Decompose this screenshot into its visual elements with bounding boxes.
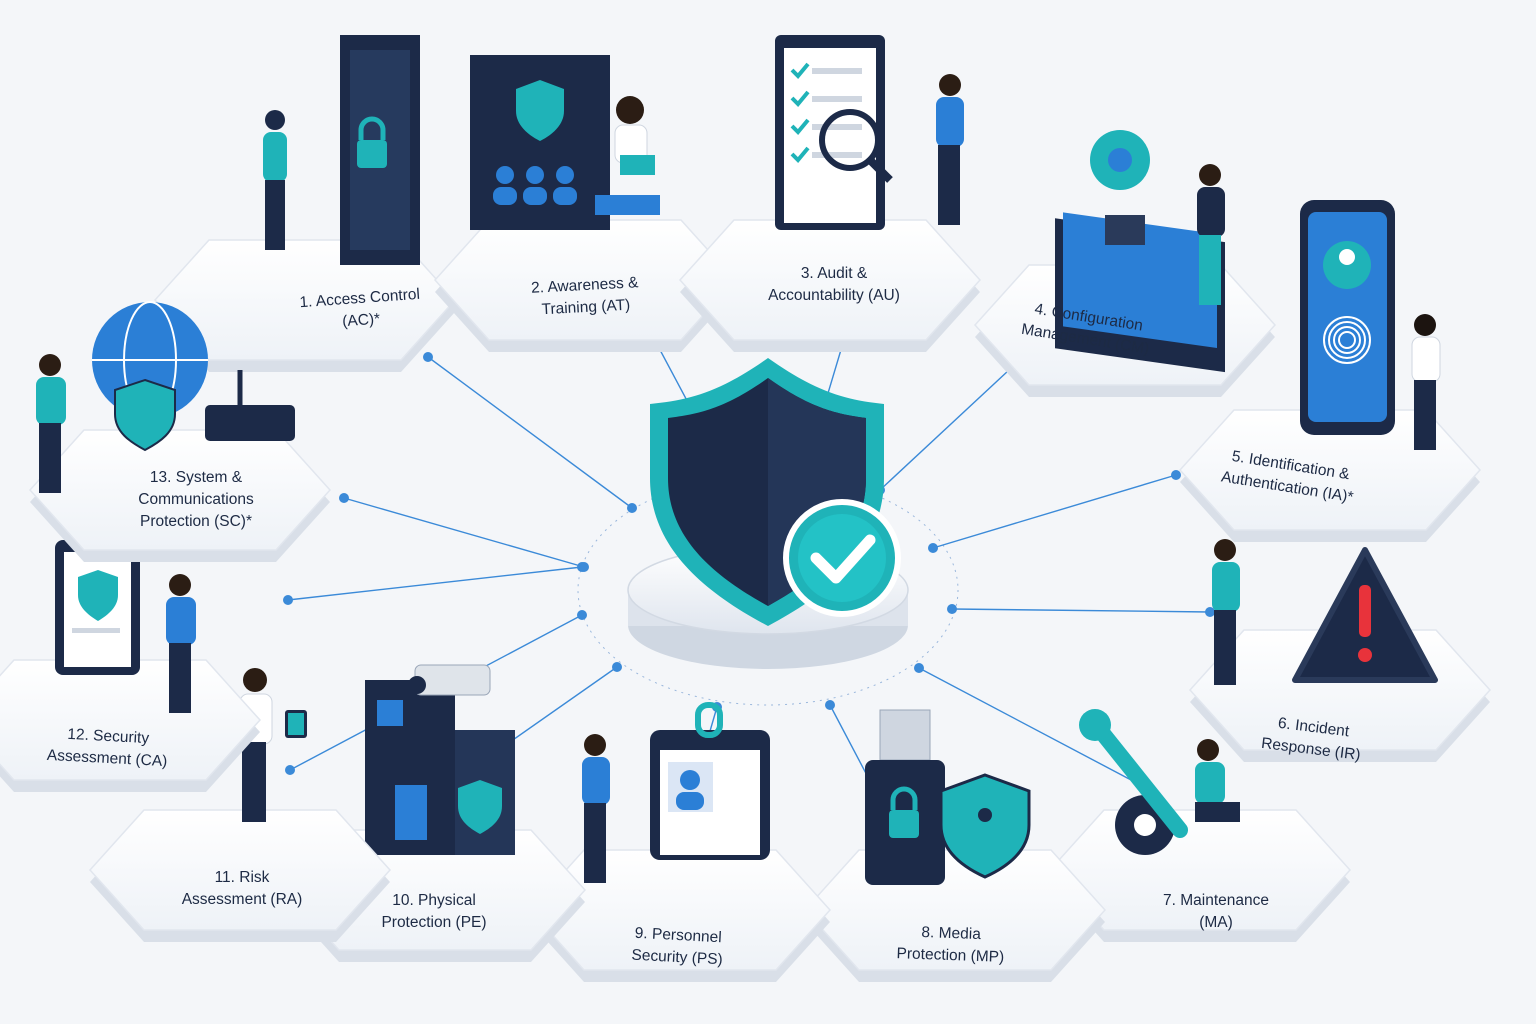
person-tablet-icon [239,668,307,822]
platform-sc [28,429,332,551]
connector-dot-inner-ir [947,604,957,614]
connector-ma [918,667,1151,791]
building-camera-icon [365,664,515,855]
domain-nodes: 1. Access Control(AC)* 2. Awareness &Trai… [0,35,1492,982]
warning-triangle-icon [1212,539,1438,685]
domain-label-line: Assessment (CA) [46,747,167,770]
monitor-gear-icon [1055,130,1225,373]
domain-label-au: 3. Audit & Accountability (AU) [768,265,900,304]
domain-label-line: 2. Awareness & [531,274,640,297]
domain-node-ir[interactable]: 6. IncidentResponse (IR) [1188,539,1492,764]
connector-dot-inner-ra [577,610,587,620]
domain-node-ia[interactable]: 5. Identification &Authentication (IA)* [1178,200,1482,542]
domain-label-line: 7. Maintenance [1163,892,1269,909]
domain-node-ps[interactable]: 9. PersonnelSecurity (PS) [528,702,832,982]
globe-router-icon [36,301,295,493]
connector-dot-outer-sc [339,493,349,503]
connector-ia [932,474,1177,549]
phone-fingerprint-icon [1300,200,1441,450]
domain-label-line: (AC)* [342,311,381,331]
central-shield-group [627,358,909,669]
domain-label-ca: 12. SecurityAssessment (CA) [46,725,168,770]
domain-label-line: Security (PS) [631,947,723,969]
domain-label-mp: 8. MediaProtection (MP) [896,923,1005,966]
connector-dot-inner-sc [579,562,589,572]
domain-node-cm[interactable]: 4. ConfigurationManagement (CM) [973,130,1277,397]
platform-au [678,219,982,341]
connector-dot-inner-ia [928,543,938,553]
id-badge-icon [582,702,770,883]
domain-node-ma[interactable]: 7. Maintenance (MA) [1048,709,1352,942]
domain-label-line: 10. Physical [392,892,476,909]
connector-dot-inner-pe [612,662,622,672]
wrench-gear-icon [1079,709,1240,855]
domain-node-mp[interactable]: 8. MediaProtection (MP) [803,709,1107,982]
domain-label-line: 13. System & [150,469,243,486]
domain-label-line: Assessment (RA) [182,891,303,908]
domain-label-ma: 7. Maintenance (MA) [1163,892,1269,931]
training-screen-icon [470,55,660,230]
domain-label-line: Accountability (AU) [768,287,900,304]
domain-label-line: Protection (SC)* [140,513,252,530]
platform-ca [0,659,262,781]
domain-label-line: Protection (MP) [896,945,1004,966]
domain-label-line: Protection (PE) [381,914,486,931]
domain-label-line: 8. Media [921,924,981,943]
domain-label-line: 3. Audit & [801,265,868,282]
connector-cm [879,356,1024,491]
connector-dot-outer-ac [423,352,433,362]
connector-ac [427,356,633,509]
connector-dot-inner-ma [914,663,924,673]
domain-label-line: (MA) [1199,914,1233,931]
domain-node-at[interactable]: 2. Awareness &Training (AT) [433,55,737,352]
domain-label-at: 2. Awareness &Training (AT) [531,274,641,319]
domain-node-ac[interactable]: 1. Access Control(AC)* [153,35,457,372]
connector-ca [287,566,583,601]
domain-label-line: 12. Security [67,726,150,747]
connector-dot-inner-mp [825,700,835,710]
connector-sc [343,497,585,568]
domain-label-line: 11. Risk [215,869,270,886]
connector-dot-outer-ia [1171,470,1181,480]
domain-label-ps: 9. PersonnelSecurity (PS) [631,925,724,969]
platform-ra [88,809,392,931]
connector-dot-outer-ca [283,595,293,605]
domain-node-au[interactable]: 3. Audit & Accountability (AU) [678,35,982,352]
clipboard-shield-icon [55,540,196,713]
platform-at [433,219,737,341]
domain-node-ca[interactable]: 12. SecurityAssessment (CA) [0,540,262,792]
connector-dot-outer-ir [1205,607,1215,617]
connector-dot-outer-ra [285,765,295,775]
usb-lock-icon [865,709,1031,885]
door-lock-key-icon [263,35,420,265]
connector-ir [951,608,1211,613]
clipboard-magnifier-icon [775,35,964,230]
domain-label-line: Communications [138,491,254,508]
connector-dot-inner-ac [627,503,637,513]
domain-label-line: 9. Personnel [634,925,722,947]
domain-label-line: Training (AT) [541,297,630,319]
shield-check-icon [650,358,901,626]
